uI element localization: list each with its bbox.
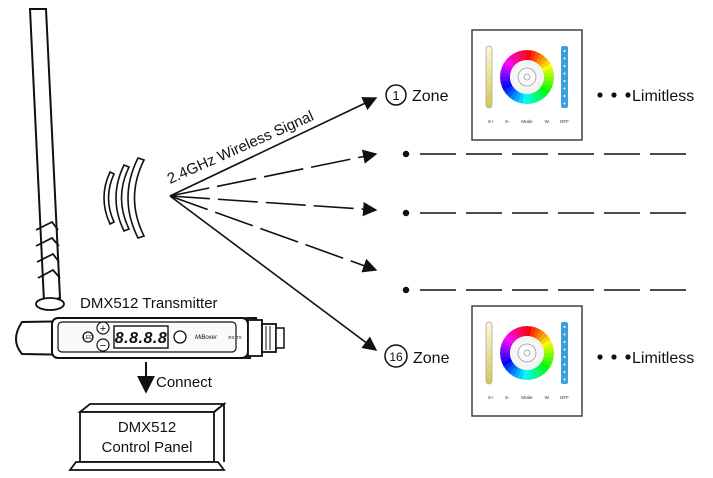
panel-button-s[interactable]: S+ (488, 119, 494, 124)
dmx512-transmitter: LED + − 8.8.8.8 MiBoxer RX TX (15, 316, 285, 360)
zone-label: Zone (413, 350, 450, 367)
panel-button-off[interactable]: OFF (560, 395, 569, 400)
touch-panel-zone-16: S+ S- Mode W OFF (471, 305, 583, 417)
segment-display-text: 8.8.8.8 (115, 330, 167, 347)
led-indicator-icon (82, 331, 94, 343)
blue-slider[interactable] (561, 46, 568, 108)
panel-button-off[interactable]: OFF (560, 119, 569, 124)
plus-button[interactable]: + (96, 321, 110, 335)
panel-button-s[interactable]: S- (505, 119, 510, 124)
signal-label: 2.4GHz Wireless Signal (165, 108, 317, 188)
ellipsis-dots (597, 92, 631, 98)
limitless-label: Limitless (632, 88, 694, 105)
minus-button[interactable]: − (96, 338, 110, 352)
control-panel-line2: Control Panel (102, 439, 193, 456)
zone-number-badge (385, 84, 407, 106)
touch-panel-zone-1: S+ S- Mode W OFF (471, 29, 583, 141)
panel-button-s[interactable]: S+ (488, 395, 494, 400)
panel-button-s[interactable]: S- (505, 395, 510, 400)
led-label: LED (83, 335, 93, 341)
control-panel-line1: DMX512 (118, 419, 176, 436)
panel-button-w[interactable]: W (545, 395, 550, 400)
zone-16-row: 16 Zone Limitless (384, 344, 694, 368)
color-wheel-icon[interactable] (500, 326, 554, 380)
connect-label: Connect (156, 374, 213, 391)
signal-rays (169, 97, 378, 351)
dmx512-control-panel: DMX512 Control Panel (68, 402, 227, 471)
rx-tx-label: RX TX (228, 335, 241, 340)
ray-4 (169, 195, 378, 273)
panel-button-mode[interactable]: Mode (521, 395, 533, 400)
transmitter-title: DMX512 Transmitter (80, 295, 218, 312)
zone-number: 16 (389, 350, 403, 364)
intermediate-zones (402, 150, 692, 294)
blue-slider[interactable] (561, 322, 568, 384)
ray-zone-16 (169, 195, 378, 351)
zone-row-placeholder (402, 209, 692, 217)
brand-logo: MiBoxer (195, 335, 218, 341)
limitless-label: Limitless (632, 350, 694, 367)
zone-number-badge (384, 344, 408, 368)
wireless-signal-icon (103, 157, 146, 239)
panel-button-w[interactable]: W (545, 119, 550, 124)
brightness-slider[interactable] (485, 45, 493, 109)
zone-row-placeholder (402, 286, 692, 294)
ray-zone-1 (169, 97, 378, 197)
mode-button[interactable] (173, 330, 187, 344)
ellipsis-dots (597, 354, 631, 360)
color-wheel-icon[interactable] (500, 50, 554, 104)
plus-icon: + (100, 323, 106, 335)
zone-row-placeholder (402, 150, 692, 158)
zone-1-row: 1 Zone Limitless (385, 84, 694, 106)
ray-3 (169, 195, 378, 217)
ray-2 (169, 149, 378, 197)
antenna (28, 8, 65, 311)
zone-label: Zone (412, 88, 449, 105)
minus-icon: − (100, 340, 106, 352)
segment-display (113, 325, 169, 349)
panel-button-mode[interactable]: Mode (521, 119, 533, 124)
zone-number: 1 (392, 88, 399, 103)
brightness-slider[interactable] (485, 321, 493, 385)
